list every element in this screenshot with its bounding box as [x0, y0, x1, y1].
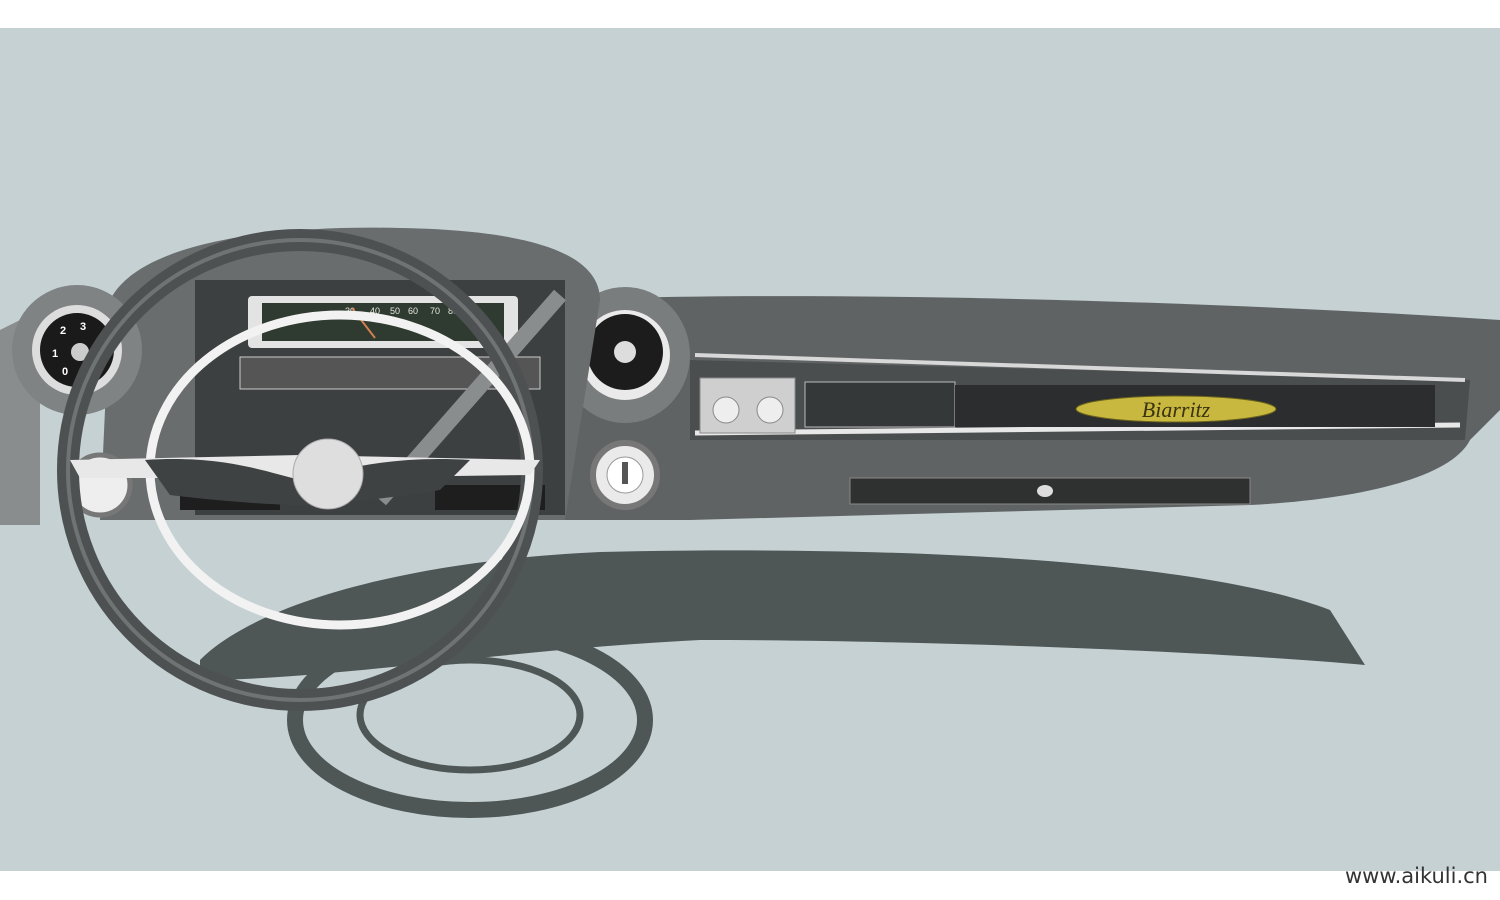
speedo-label: 40 — [370, 306, 380, 316]
gauge-hub — [614, 341, 636, 363]
speedo-label: 70 — [430, 306, 440, 316]
knob-right[interactable] — [756, 396, 784, 424]
steering-wheel[interactable] — [57, 229, 543, 711]
chrome-trim-top — [694, 353, 1466, 382]
badge-text: Biarritz — [1142, 397, 1211, 422]
horn-button[interactable] — [292, 438, 364, 510]
knob-left[interactable] — [712, 396, 740, 424]
key-slot — [622, 462, 628, 484]
tach-label: 3 — [80, 321, 86, 333]
tach-label: 1 — [52, 348, 58, 360]
tach-label: 0 — [62, 366, 68, 378]
tach-labels: 0 1 2 3 — [52, 321, 86, 378]
wheel-shadow-inner — [356, 656, 584, 774]
tach-hub — [71, 343, 89, 361]
speedo-label: 60 — [408, 306, 418, 316]
speedo-label: 50 — [390, 306, 400, 316]
glovebox-latch[interactable] — [1037, 485, 1053, 497]
vent-panel — [804, 381, 956, 428]
watermark: www.aikuli.cn — [1344, 864, 1488, 888]
tach-label: 2 — [60, 325, 66, 337]
biarritz-badge: Biarritz — [1075, 395, 1277, 423]
